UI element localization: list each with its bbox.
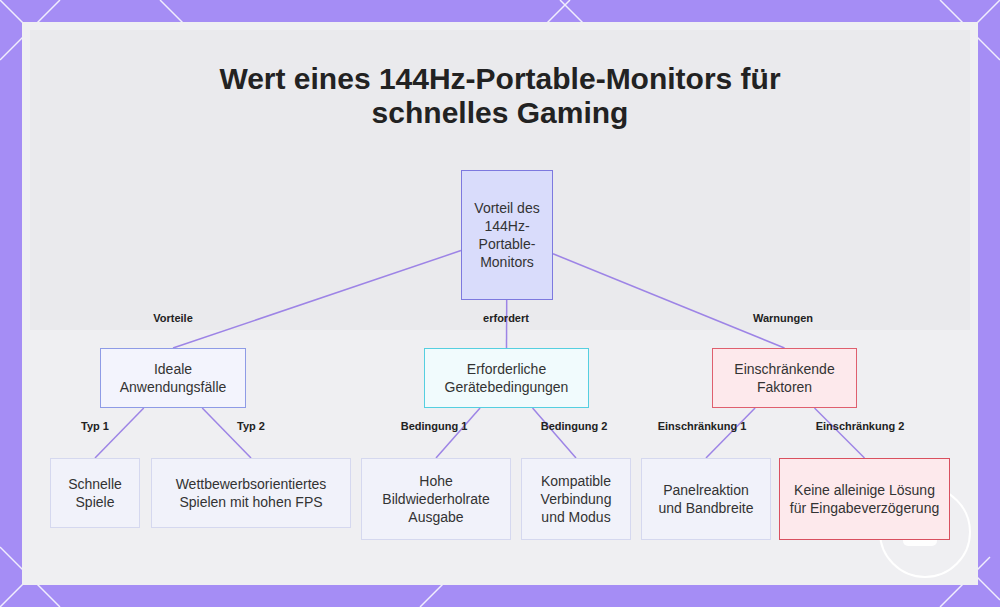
edge-label: Vorteile [153, 312, 193, 324]
connector-line [506, 300, 508, 348]
edge-label: erfordert [483, 312, 529, 324]
node-text: Hohe Bildwiederholrate Ausgabe [370, 472, 502, 526]
edge-label: Einschränkung 2 [816, 420, 905, 432]
category-box: Ideale Anwendungsfälle [100, 348, 246, 408]
edge-label: Bedingung 2 [541, 420, 608, 432]
diagram-title: Wert eines 144Hz-Portable-Monitors für s… [200, 62, 800, 130]
root-box: Vorteil des 144Hz-Portable-Monitors [461, 170, 553, 300]
node-text: Panelreaktion und Bandbreite [650, 481, 762, 517]
connector-line [173, 251, 461, 348]
node-text: Ideale Anwendungsfälle [109, 360, 237, 396]
node-text: Keine alleinige Lösung für Eingabeverzög… [788, 481, 941, 517]
node-text: Erforderliche Gerätebedingungen [433, 360, 580, 396]
category-box: Erforderliche Gerätebedingungen [424, 348, 589, 408]
node-text: Vorteil des 144Hz-Portable-Monitors [472, 199, 542, 271]
warning-box: Einschränkende Faktoren [712, 348, 857, 408]
edge-label: Einschränkung 1 [658, 420, 747, 432]
blurred-photo [30, 30, 970, 330]
leaf-box: Kompatible Verbindung und Modus [521, 458, 631, 540]
connector-line [553, 254, 785, 348]
edge-label: Typ 2 [237, 420, 265, 432]
node-text: Kompatible Verbindung und Modus [530, 472, 622, 526]
leaf-box: Panelreaktion und Bandbreite [641, 458, 771, 540]
connector-line [706, 408, 755, 458]
connector-line [436, 408, 480, 458]
leaf-box: Hohe Bildwiederholrate Ausgabe [361, 458, 511, 540]
edge-label: Typ 1 [81, 420, 109, 432]
node-text: Einschränkende Faktoren [721, 360, 848, 396]
edge-label: Warnungen [753, 312, 813, 324]
connector-line [815, 408, 865, 458]
leaf-box: Schnelle Spiele [50, 458, 140, 528]
connector-line [95, 408, 144, 458]
card [22, 22, 978, 585]
warning-leaf-box: Keine alleinige Lösung für Eingabeverzög… [779, 458, 950, 540]
connector-line [202, 408, 251, 458]
node-text: Wettbewerbsorientiertes Spielen mit hohe… [160, 475, 342, 511]
leaf-box: Wettbewerbsorientiertes Spielen mit hohe… [151, 458, 351, 528]
node-text: Schnelle Spiele [59, 475, 131, 511]
edge-label: Bedingung 1 [401, 420, 468, 432]
connector-line [533, 408, 576, 458]
